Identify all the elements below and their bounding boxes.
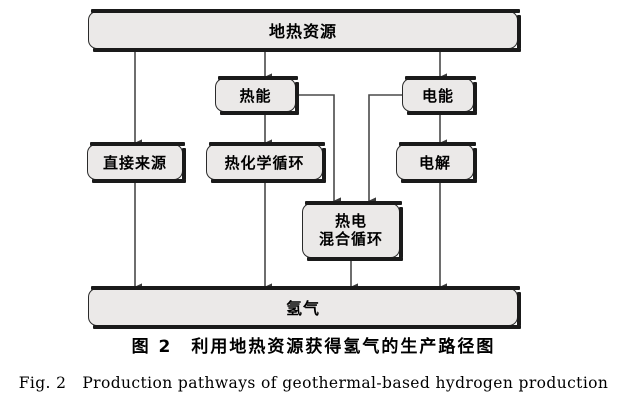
- node-direct-source[interactable]: 直接来源: [87, 142, 186, 183]
- edge-thermal-hybrid: [296, 94, 342, 205]
- node-label: 氢气: [285, 299, 320, 318]
- node-label-line2: 混合循环: [318, 229, 383, 248]
- node-electrolysis[interactable]: 电解: [396, 142, 477, 183]
- node-hydrogen[interactable]: 氢气: [88, 286, 521, 329]
- node-label: 直接来源: [102, 153, 167, 172]
- node-shadow: [182, 148, 186, 180]
- node-shadow: [399, 207, 403, 258]
- node-hybrid-cycle[interactable]: 热电 混合循环: [302, 201, 403, 261]
- node-label-line1: 热电: [334, 212, 367, 231]
- node-label: 热化学循环: [224, 153, 305, 172]
- figure-caption-chinese: 图 2 利用地热资源获得氢气的生产路径图: [131, 337, 496, 357]
- node-label: 地热资源: [268, 22, 337, 41]
- node-shadow: [517, 15, 521, 49]
- node-shadow: [295, 82, 299, 112]
- flowchart-connectors: [134, 52, 448, 291]
- figure-caption-english: Fig. 2 Production pathways of geothermal…: [18, 374, 609, 392]
- edge-electric-hybrid: [368, 94, 402, 205]
- node-shadow: [517, 292, 521, 326]
- node-thermochemical-cycle[interactable]: 热化学循环: [206, 142, 326, 183]
- node-label: 电解: [418, 153, 451, 172]
- node-label: 热能: [239, 86, 272, 105]
- node-label-group: 热电 混合循环: [318, 212, 383, 248]
- node-geothermal-resource[interactable]: 地热资源: [88, 9, 521, 52]
- node-electric-energy[interactable]: 电能: [402, 76, 477, 115]
- node-thermal-energy[interactable]: 热能: [215, 76, 299, 115]
- node-shadow: [473, 148, 477, 180]
- node-shadow: [322, 148, 326, 180]
- node-shadow: [473, 82, 477, 112]
- node-label: 电能: [421, 86, 454, 105]
